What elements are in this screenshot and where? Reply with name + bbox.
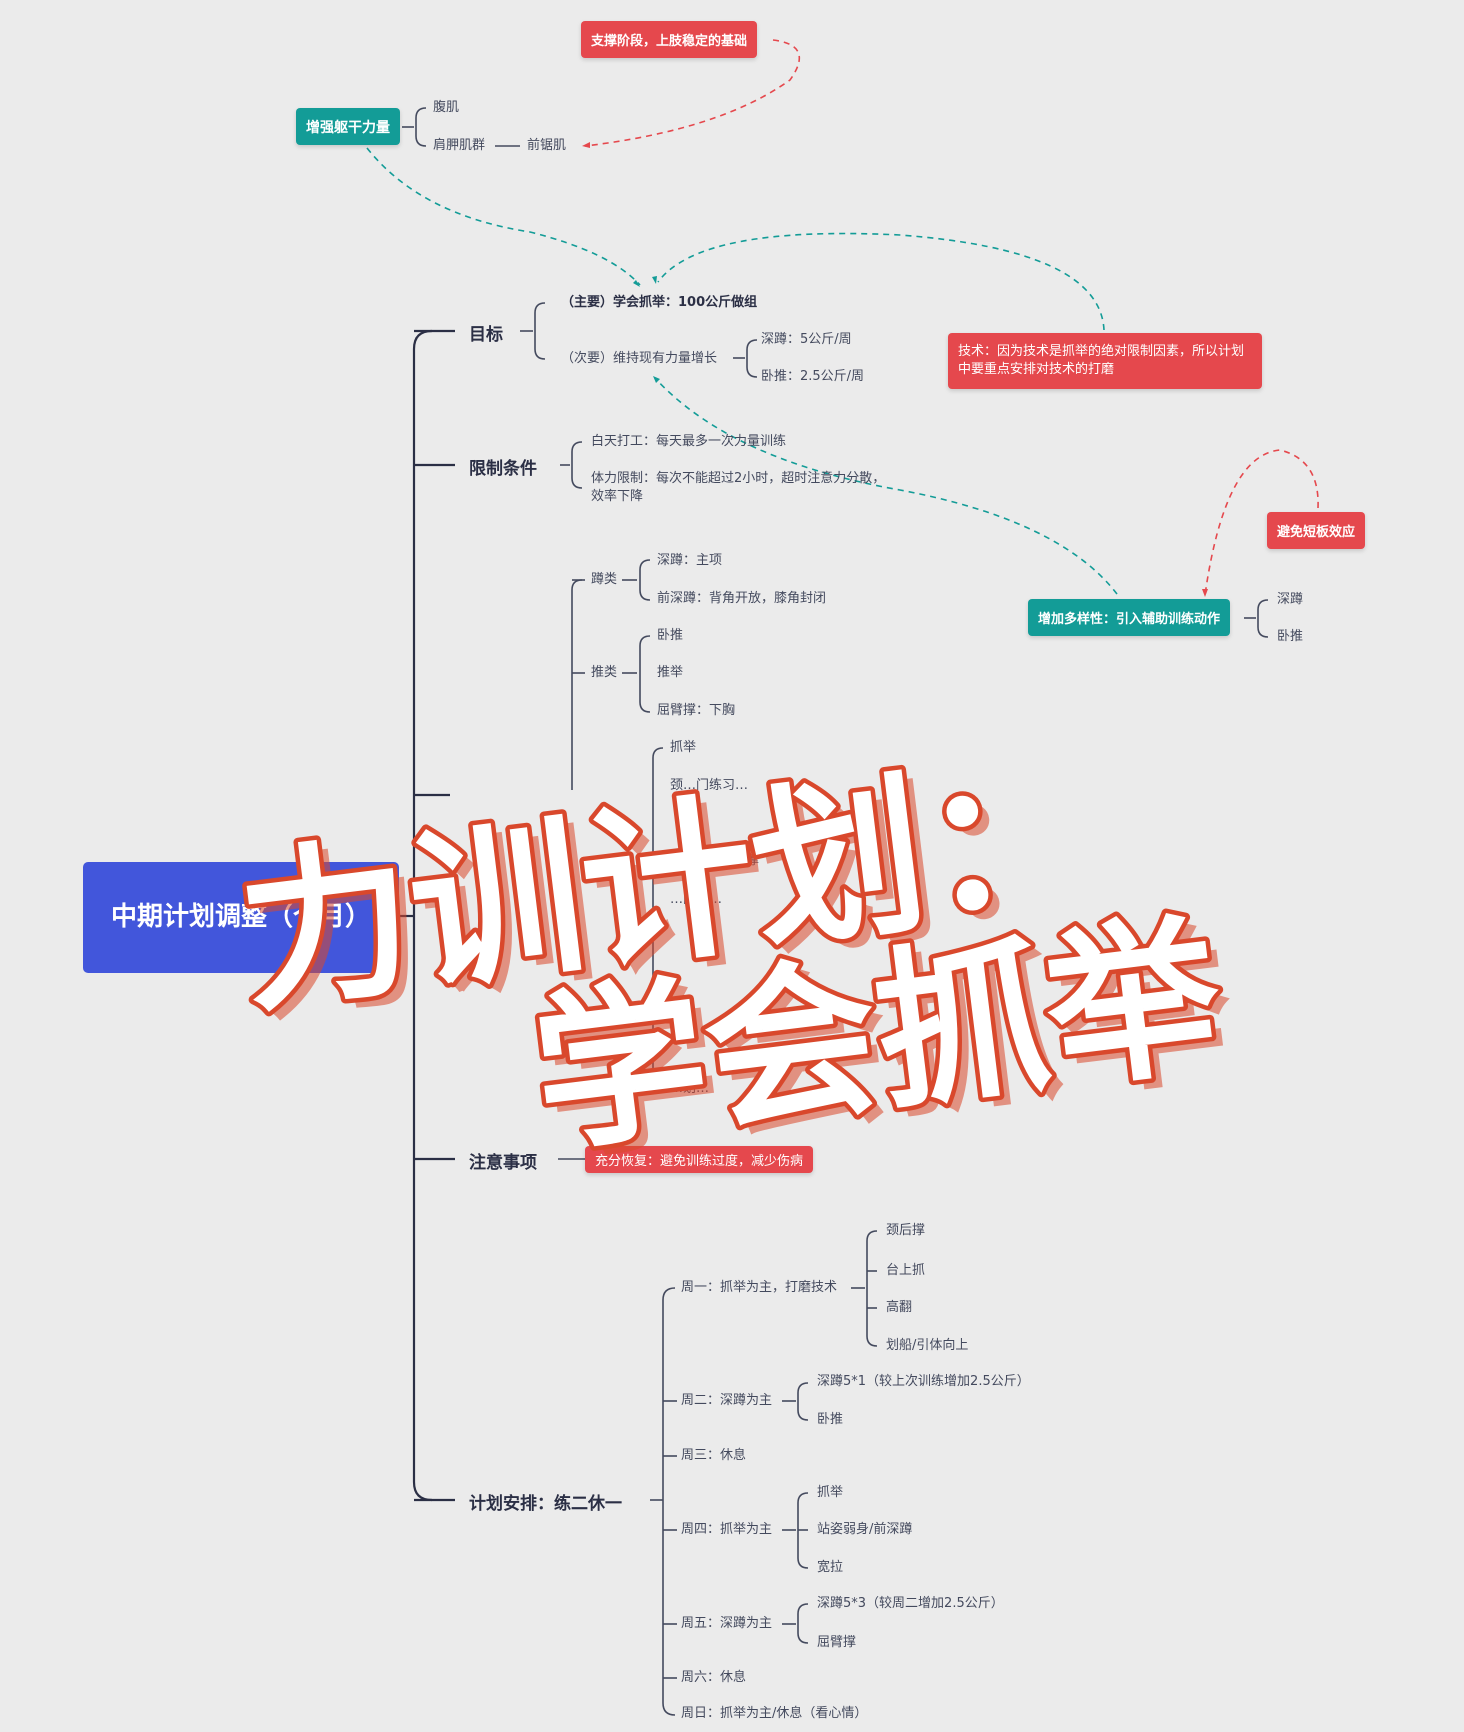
goal-main[interactable]: （主要）学会抓举：100公斤做组 [561,295,758,310]
day-sun[interactable]: 周日：抓举为主/休息（看心情） [681,1706,868,1721]
push-category[interactable]: 推类 [591,665,618,680]
day-tue[interactable]: 周二：深蹲为主 [681,1393,773,1408]
goal-secondary[interactable]: （次要）维持现有力量增长 [561,351,718,366]
mon-item-3[interactable]: 高翻 [886,1300,913,1315]
support-callout[interactable]: 支撑阶段，上肢稳定的基础 [581,21,758,58]
thu-item-2[interactable]: 站姿弱身/前深蹲 [817,1522,913,1537]
limit-stamina[interactable]: 体力限制：每次不能超过2小时，超时注意力分散，效率下降 [591,471,886,504]
pull-item-3[interactable]: 台…爆发+支撑 [670,853,759,868]
pull-item-7[interactable]: …划… [670,1081,710,1096]
mon-item-2[interactable]: 台上抓 [886,1263,926,1278]
variety-node[interactable]: 增加多样性：引入辅助训练动作 [1028,599,1231,636]
squat-category[interactable]: 蹲类 [591,572,618,587]
recovery-note[interactable]: 充分恢复：避免训练过度，减少伤病 [585,1146,814,1173]
variety-squat[interactable]: 深蹲 [1277,592,1304,607]
weakness-callout[interactable]: 避免短板效应 [1267,512,1366,549]
branch-notes[interactable]: 注意事项 [469,1153,537,1173]
variety-bench[interactable]: 卧推 [1277,629,1304,644]
day-sat[interactable]: 周六：休息 [681,1670,747,1685]
fri-item-2[interactable]: 屈臂撑 [817,1635,857,1650]
branch-schedule[interactable]: 计划安排：练二休一 [469,1494,622,1514]
mon-item-1[interactable]: 颈后撑 [886,1223,926,1238]
scapular-item[interactable]: 肩胛肌群 [433,138,486,153]
squat-item[interactable]: 深蹲：主项 [657,553,723,568]
root-node[interactable]: 中期计划调整（个月） [83,862,399,973]
mon-item-4[interactable]: 划船/引体向上 [886,1338,969,1353]
day-thu[interactable]: 周四：抓举为主 [681,1522,773,1537]
thu-item-1[interactable]: 抓举 [817,1485,844,1500]
dip-item[interactable]: 屈臂撑：下胸 [657,703,736,718]
tue-item-2[interactable]: 卧推 [817,1412,844,1427]
branch-limits[interactable]: 限制条件 [469,459,537,479]
day-wed[interactable]: 周三：休息 [681,1448,747,1463]
fri-item-1[interactable]: 深蹲5*3（较周二增加2.5公斤） [817,1596,1004,1611]
front-squat-item[interactable]: 前深蹲：背角开放，膝角封闭 [657,591,827,606]
abs-item[interactable]: 腹肌 [433,100,460,115]
press-item[interactable]: 推举 [657,665,684,680]
pull-item-4[interactable]: …门练… [670,892,723,907]
limit-work[interactable]: 白天打工：每天最多一次力量训练 [591,434,787,449]
day-fri[interactable]: 周五：深蹲为主 [681,1616,773,1631]
thu-item-3[interactable]: 宽拉 [817,1560,844,1575]
tue-item-1[interactable]: 深蹲5*1（较上次训练增加2.5公斤） [817,1374,1030,1389]
root-title: 中期计划调整（个月） [110,901,371,932]
serratus-item[interactable]: 前锯肌 [527,138,567,153]
goal-squat-rate[interactable]: 深蹲：5公斤/周 [761,332,852,347]
pull-item-2[interactable]: 颈…门练习… [670,778,749,793]
day-mon[interactable]: 周一：抓举为主，打磨技术 [681,1280,838,1295]
goal-bench-rate[interactable]: 卧推：2.5公斤/周 [761,369,865,384]
core-strength-node[interactable]: 增强躯干力量 [296,108,400,145]
branch-goal[interactable]: 目标 [469,325,503,345]
bench-item[interactable]: 卧推 [657,628,684,643]
pull-item-1[interactable]: 抓举 [670,740,697,755]
technique-callout[interactable]: 技术：因为技术是抓举的绝对限制因素，所以计划中要重点安排对技术的打磨 [948,333,1262,389]
